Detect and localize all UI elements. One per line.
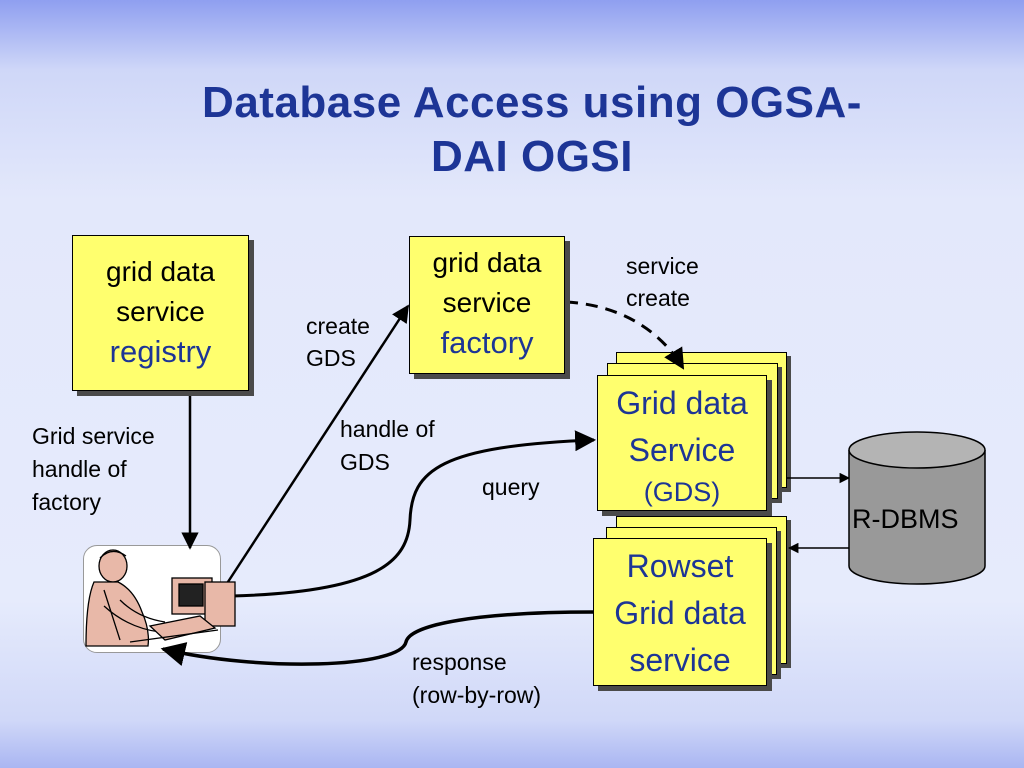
gds-line-1: Grid data xyxy=(616,385,748,421)
query-label: query xyxy=(482,474,540,500)
factory-line-1: grid data xyxy=(432,247,542,278)
create-gds-line-2: GDS xyxy=(306,345,356,371)
rowset-line-3: service xyxy=(629,642,731,678)
rowset-line-1: Rowset xyxy=(626,548,734,584)
query-arrow xyxy=(231,430,597,598)
handle-of-gds-label: handle of GDS xyxy=(340,413,435,479)
service-create-label: service create xyxy=(626,250,699,314)
gds-line-3: (GDS) xyxy=(643,477,721,507)
service-create-line-1: service xyxy=(626,253,699,279)
response-line-1: response xyxy=(412,649,507,675)
factory-line-3: factory xyxy=(440,325,534,360)
grid-service-handle-line-2: handle of xyxy=(32,456,127,482)
registry-box: grid data service registry xyxy=(72,235,249,391)
registry-line-3: registry xyxy=(109,334,212,369)
page-title: Database Access using OGSA- DAI OGSI xyxy=(62,76,1002,184)
service-create-dashed-arrow xyxy=(565,300,685,370)
handle-of-gds-line-1: handle of xyxy=(340,416,435,442)
service-create-line-2: create xyxy=(626,285,690,311)
response-label: response (row-by-row) xyxy=(412,646,541,712)
registry-line-1: grid data xyxy=(106,256,215,287)
rdbms-label: R-DBMS xyxy=(852,504,959,534)
grid-service-handle-line-3: factory xyxy=(32,489,102,515)
response-line-2: (row-by-row) xyxy=(412,682,542,708)
response-arrow xyxy=(160,610,595,667)
rowset-box: Rowset Grid data service xyxy=(593,538,767,686)
gds-line-2: Service xyxy=(628,432,736,468)
registry-line-2: service xyxy=(116,296,205,327)
factory-line-2: service xyxy=(442,287,532,318)
title-line-2: DAI OGSI xyxy=(430,132,634,181)
rowset-line-2: Grid data xyxy=(614,595,746,631)
grid-service-handle-label: Grid service handle of factory xyxy=(32,420,155,519)
grid-service-handle-line-1: Grid service xyxy=(32,423,155,449)
factory-box: grid data service factory xyxy=(409,236,565,374)
person-at-computer-icon xyxy=(85,549,236,647)
title-line-1: Database Access using OGSA- xyxy=(202,78,862,127)
create-gds-arrow xyxy=(222,304,410,589)
create-gds-label: create GDS xyxy=(306,310,370,374)
gds-box: Grid data Service (GDS) xyxy=(597,375,767,511)
create-gds-line-1: create xyxy=(306,313,370,339)
rdbms-cylinder-icon xyxy=(848,431,986,585)
handle-of-gds-line-2: GDS xyxy=(340,449,390,475)
